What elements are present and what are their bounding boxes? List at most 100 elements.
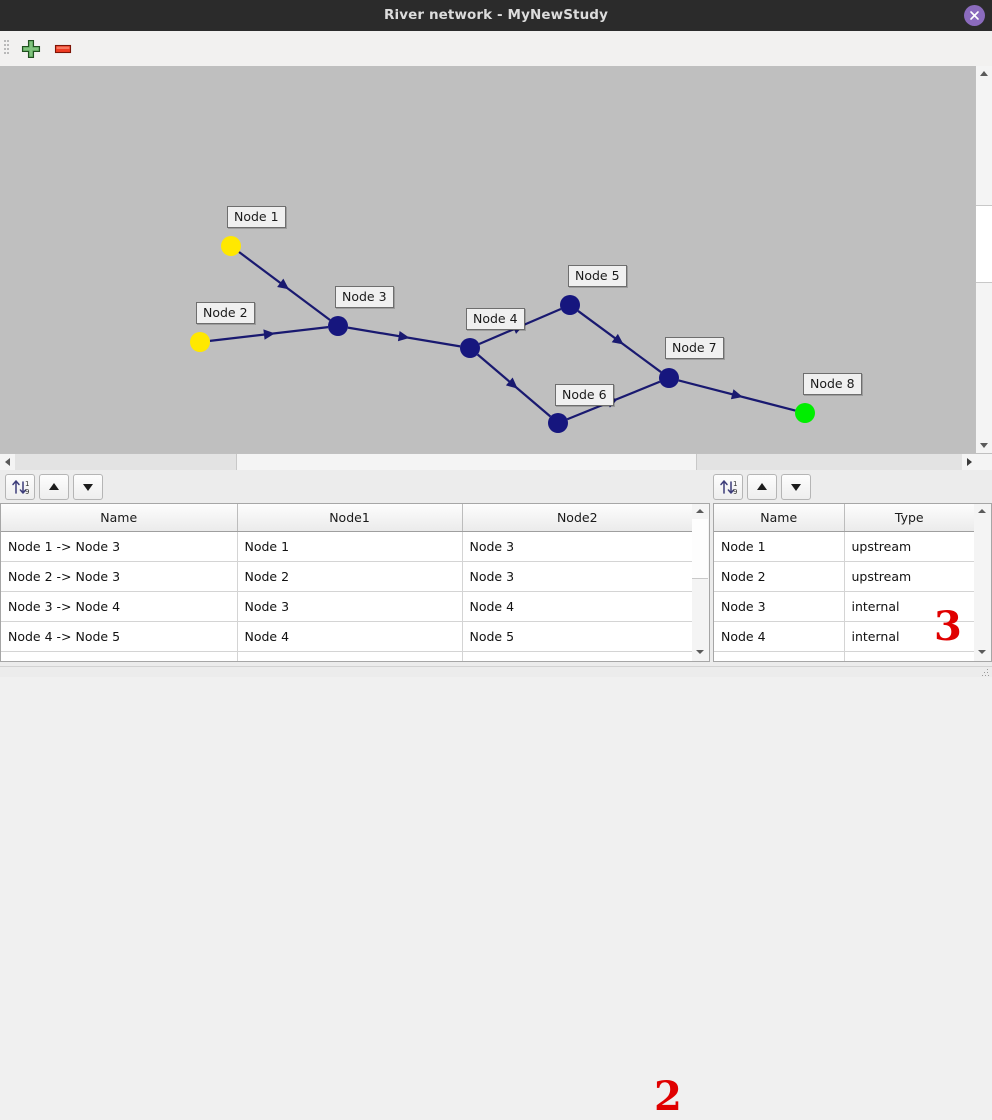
svg-text:9: 9 — [25, 488, 29, 496]
links-table-row-cell[interactable]: Node 3 — [237, 591, 463, 622]
node-label-node-8[interactable]: Node 8 — [803, 373, 862, 395]
links-header-row: Name Node1 Node2 — [1, 504, 692, 532]
svg-text:1: 1 — [733, 480, 737, 488]
toolbar-grip[interactable] — [4, 40, 9, 56]
add-node-button[interactable] — [19, 37, 43, 61]
node-label-node-5[interactable]: Node 5 — [568, 265, 627, 287]
nodes-table-row-cell[interactable]: Node 3 — [714, 591, 845, 622]
links-move-up-button[interactable] — [39, 474, 69, 500]
graph-node-node-6[interactable] — [548, 413, 568, 433]
links-table-row-cell[interactable]: Node 4 -> Node 5 — [1, 621, 238, 652]
links-table-row-empty-cell[interactable] — [1, 651, 238, 661]
scroll-down-button[interactable] — [976, 438, 992, 453]
arrow-down-icon — [83, 484, 93, 491]
scroll-left-button[interactable] — [0, 454, 15, 470]
links-scroll-up-button[interactable] — [692, 504, 708, 518]
links-move-down-button[interactable] — [73, 474, 103, 500]
scroll-track[interactable] — [974, 518, 990, 645]
nodes-table-row-cell[interactable]: internal — [844, 621, 974, 652]
river-network-diagram[interactable]: Node 1 Node 2 Node 3 Node 4 Node 5 Node 6 Node… — [0, 66, 975, 453]
nodes-move-down-button[interactable] — [781, 474, 811, 500]
graph-node-node-8[interactable] — [795, 403, 815, 423]
links-table-row-cell[interactable]: Node 4 — [237, 621, 463, 652]
links-table-row-cell[interactable]: Node 4 — [462, 591, 692, 622]
links-col-node2[interactable]: Node2 — [462, 504, 692, 532]
links-table-row-cell[interactable]: Node 3 — [462, 561, 692, 592]
links-col-name[interactable]: Name — [1, 504, 238, 532]
links-table-row-cell[interactable]: Node 3 -> Node 4 — [1, 591, 238, 622]
nodes-table-row-empty[interactable] — [714, 651, 974, 661]
links-table-row-cell[interactable]: Node 2 — [237, 561, 463, 592]
node-label-node-2[interactable]: Node 2 — [196, 302, 255, 324]
nodes-table-scrollbar[interactable] — [974, 503, 992, 662]
nodes-scroll-up-button[interactable] — [974, 504, 990, 518]
graph-node-node-2[interactable] — [190, 332, 210, 352]
links-pane: 1 9 Name Node1 — [0, 470, 710, 1117]
node-label-node-1[interactable]: Node 1 — [227, 206, 286, 228]
nodes-scroll-down-button[interactable] — [974, 645, 990, 659]
close-button[interactable] — [964, 5, 985, 26]
network-canvas-area: Node 1 Node 2 Node 3 Node 4 Node 5 Node 6 Node… — [0, 66, 992, 512]
nodes-table-row-cell[interactable]: internal — [844, 591, 974, 622]
node-label-node-6[interactable]: Node 6 — [555, 384, 614, 406]
canvas-vertical-scrollbar[interactable] — [975, 66, 992, 453]
nodes-move-up-button[interactable] — [747, 474, 777, 500]
links-table-row-cell[interactable]: Node 5 — [462, 621, 692, 652]
nodes-col-name[interactable]: Name — [714, 504, 845, 532]
links-scroll-down-button[interactable] — [692, 645, 708, 659]
links-sort-button[interactable]: 1 9 — [5, 474, 35, 500]
edge-arrow-icon — [397, 330, 410, 342]
scroll-thumb[interactable] — [976, 205, 992, 283]
scroll-right-button[interactable] — [962, 454, 977, 470]
scroll-thumb-right[interactable] — [696, 454, 963, 470]
nodes-table-row-cell[interactable]: upstream — [844, 561, 974, 592]
scroll-thumb-left[interactable] — [15, 454, 237, 470]
nodes-sort-button[interactable]: 1 9 — [713, 474, 743, 500]
title-bar: River network - MyNewStudy — [0, 0, 992, 32]
delete-node-button[interactable] — [51, 37, 75, 61]
chevron-down-icon — [696, 650, 704, 654]
nodes-table-row-cell[interactable]: Node 4 — [714, 621, 845, 652]
graph-node-node-4[interactable] — [460, 338, 480, 358]
chevron-up-icon — [696, 509, 704, 513]
node-label-node-3[interactable]: Node 3 — [335, 286, 394, 308]
node-label-node-7[interactable]: Node 7 — [665, 337, 724, 359]
graph-node-node-1[interactable] — [221, 236, 241, 256]
links-table-scrollbar[interactable] — [692, 503, 710, 662]
nodes-table-row-empty-cell[interactable] — [714, 651, 845, 661]
graph-node-node-5[interactable] — [560, 295, 580, 315]
canvas-horizontal-scrollbar[interactable] — [0, 453, 992, 471]
scroll-up-button[interactable] — [976, 66, 992, 81]
links-scroll-thumb[interactable] — [692, 519, 708, 579]
graph-node-node-3[interactable] — [328, 316, 348, 336]
window-resize-grip[interactable] — [982, 669, 989, 676]
svg-text:9: 9 — [733, 488, 737, 496]
links-table-row-cell[interactable]: Node 3 — [462, 531, 692, 562]
links-table-row-empty[interactable] — [1, 651, 692, 661]
nodes-table-row-cell[interactable]: Node 2 — [714, 561, 845, 592]
nodes-table-row-cell[interactable]: Node 1 — [714, 531, 845, 562]
graph-node-node-7[interactable] — [659, 368, 679, 388]
nodes-table-row-cell[interactable]: upstream — [844, 531, 974, 562]
links-table-row-cell[interactable]: Node 2 -> Node 3 — [1, 561, 238, 592]
links-table-row-empty-cell[interactable] — [237, 651, 463, 661]
links-table-row-cell[interactable]: Node 1 — [237, 531, 463, 562]
links-table-row-empty-cell[interactable] — [462, 651, 692, 661]
nodes-header-row: Name Type — [714, 504, 974, 532]
links-table-row-cell[interactable]: Node 1 -> Node 3 — [1, 531, 238, 562]
node-label-node-4[interactable]: Node 4 — [466, 308, 525, 330]
links-col-node1[interactable]: Node1 — [237, 504, 463, 532]
nodes-table-row-empty-cell[interactable] — [844, 651, 974, 661]
nodes-col-type[interactable]: Type — [844, 504, 974, 532]
